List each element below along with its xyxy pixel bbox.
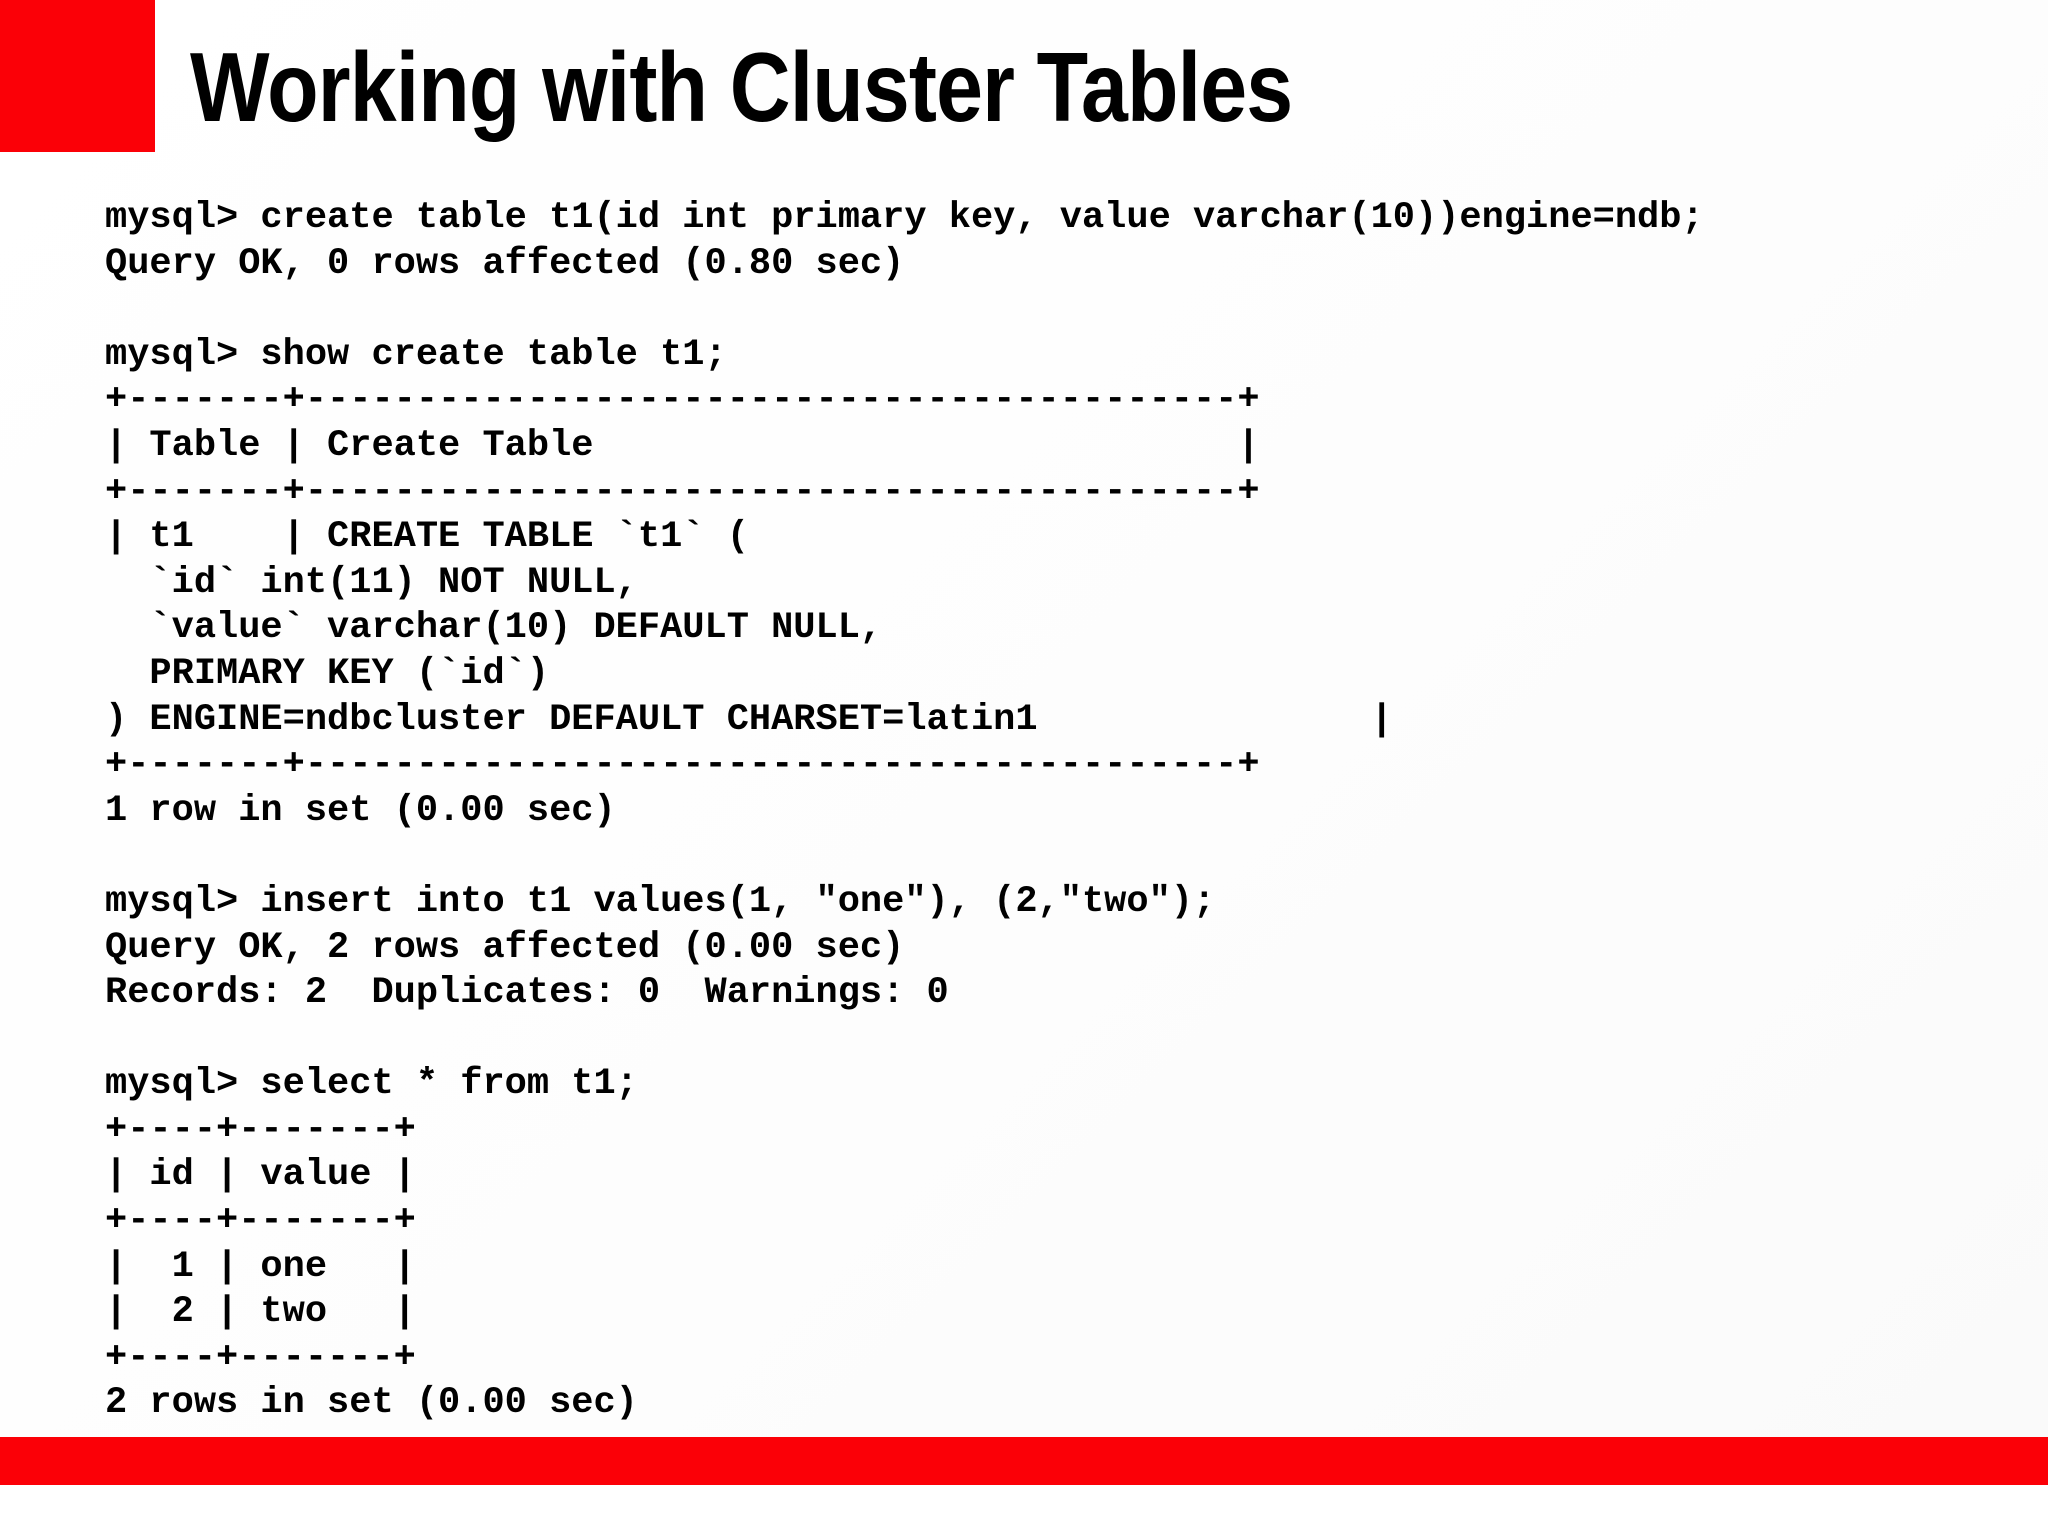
terminal-line: mysql> insert into t1 values(1, "one"), … — [105, 880, 1216, 923]
terminal-transcript: mysql> create table t1(id int primary ke… — [105, 196, 2005, 1427]
terminal-line: mysql> select * from t1; — [105, 1063, 638, 1106]
terminal-line: | id | value | — [105, 1154, 416, 1197]
terminal-line: `value` varchar(10) DEFAULT NULL, — [105, 607, 883, 650]
terminal-line: mysql> create table t1(id int primary ke… — [105, 197, 1704, 239]
terminal-line: Records: 2 Duplicates: 0 Warnings: 0 — [105, 972, 949, 1015]
terminal-line: 1 row in set (0.00 sec) — [105, 789, 616, 832]
terminal-line: ) ENGINE=ndbcluster DEFAULT CHARSET=lati… — [105, 698, 1393, 741]
footer-whitespace — [0, 1485, 2048, 1535]
terminal-line: +----+-------+ — [105, 1200, 416, 1243]
terminal-blank-line — [105, 834, 2005, 880]
terminal-blank-line — [105, 1017, 2005, 1063]
terminal-line: | t1 | CREATE TABLE `t1` ( — [105, 516, 749, 559]
terminal-line: +-------+-------------------------------… — [105, 470, 1260, 513]
terminal-line: `id` int(11) NOT NULL, — [105, 561, 638, 604]
terminal-blank-line — [105, 287, 2005, 333]
terminal-line: Query OK, 0 rows affected (0.80 sec) — [105, 242, 905, 285]
terminal-line: Query OK, 2 rows affected (0.00 sec) — [105, 926, 905, 969]
terminal-line: mysql> show create table t1; — [105, 333, 727, 376]
terminal-line: | 2 | two | — [105, 1291, 416, 1334]
terminal-line: | 1 | one | — [105, 1245, 416, 1288]
decorative-red-square — [0, 0, 155, 152]
page-title: Working with Cluster Tables — [190, 32, 1293, 142]
footer-accent-bar — [0, 1437, 2048, 1485]
terminal-line: +-------+-------------------------------… — [105, 744, 1260, 787]
terminal-line: 2 rows in set (0.00 sec) — [105, 1382, 638, 1425]
terminal-line: +-------+-------------------------------… — [105, 379, 1260, 422]
terminal-line: +----+-------+ — [105, 1108, 416, 1151]
terminal-line: +----+-------+ — [105, 1336, 416, 1379]
terminal-line: PRIMARY KEY (`id`) — [105, 652, 550, 695]
terminal-line: | Table | Create Table | — [105, 424, 1260, 467]
